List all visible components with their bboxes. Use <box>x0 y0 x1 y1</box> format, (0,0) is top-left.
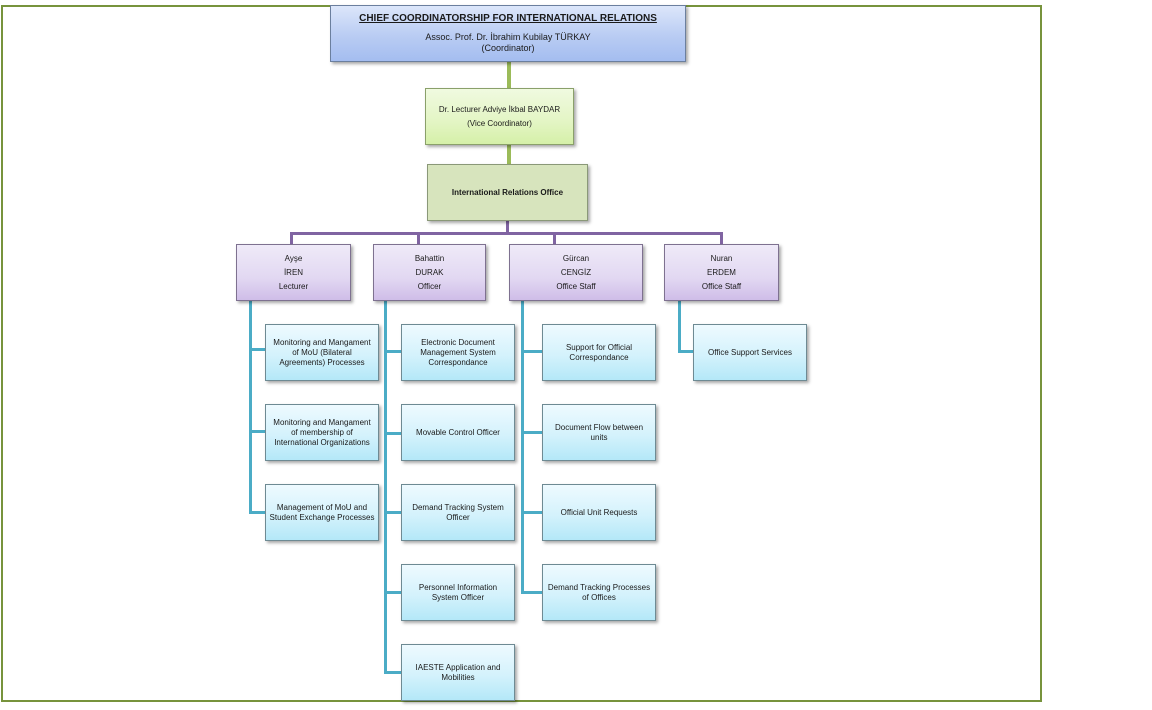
connector-staff-1 <box>290 232 293 245</box>
task-label: Official Unit Requests <box>560 507 638 517</box>
connector-col-2-branch-3 <box>384 511 402 514</box>
staff-box-durak: Bahattin DURAK Officer <box>373 244 486 301</box>
connector-col-4-vertical <box>678 300 681 353</box>
connector-col-3-branch-1 <box>521 350 543 353</box>
staff-first-name: Bahattin <box>414 253 445 263</box>
task-box: Monitoring and Mangament of membership o… <box>265 404 379 461</box>
vice-coordinator-box: Dr. Lecturer Adviye İkbal BAYDAR (Vice C… <box>425 88 574 145</box>
connector-office-down <box>506 221 509 234</box>
task-label: Demand Tracking System Officer <box>412 502 504 522</box>
task-box: Electronic Document Management System Co… <box>401 324 515 381</box>
staff-title: Office Staff <box>701 281 742 291</box>
task-box: Demand Tracking Processes of Offices <box>542 564 656 621</box>
connector-col-1-branch-1 <box>249 348 266 351</box>
connector-staff-4 <box>720 232 723 245</box>
connector-col-2-branch-2 <box>384 432 402 435</box>
task-box: Movable Control Officer <box>401 404 515 461</box>
task-label: Monitoring and Mangament of MoU (Bilater… <box>273 337 371 367</box>
office-label: International Relations Office <box>451 187 564 197</box>
task-label: Support for Official Correspondance <box>565 342 633 362</box>
staff-box-iren: Ayşe İREN Lecturer <box>236 244 351 301</box>
connector-vice-office <box>507 144 511 166</box>
connector-col-3-branch-2 <box>521 431 543 434</box>
staff-first-name: Nuran <box>710 253 733 263</box>
staff-title: Lecturer <box>278 281 309 291</box>
task-label: Office Support Services <box>708 347 792 357</box>
task-label: IAESTE Application and Mobilities <box>415 662 501 682</box>
task-label: Movable Control Officer <box>416 427 500 437</box>
connector-top-vice <box>507 62 511 90</box>
task-box: Personnel Information System Officer <box>401 564 515 621</box>
task-label: Document Flow between units <box>554 422 644 442</box>
task-label: Demand Tracking Processes of Offices <box>547 582 651 602</box>
task-box: Support for Official Correspondance <box>542 324 656 381</box>
task-box: Office Support Services <box>693 324 807 381</box>
staff-title: Office Staff <box>556 281 596 291</box>
connector-col-2-branch-4 <box>384 591 402 594</box>
connector-col-4-branch-1 <box>678 350 694 353</box>
international-relations-office-box: International Relations Office <box>427 164 588 221</box>
staff-title: Officer <box>417 281 442 291</box>
staff-last-name: CENGİZ <box>560 267 592 277</box>
staff-box-cengiz: Gürcan CENGİZ Office Staff <box>509 244 643 301</box>
staff-box-erdem: Nuran ERDEM Office Staff <box>664 244 779 301</box>
connector-col-1-branch-2 <box>249 430 266 433</box>
coordinator-box: CHIEF COORDINATORSHIP FOR INTERNATIONAL … <box>330 5 686 62</box>
task-label: Management of MoU and Student Exchange P… <box>269 502 375 522</box>
connector-col-3-vertical <box>521 300 524 594</box>
task-box: Monitoring and Mangament of MoU (Bilater… <box>265 324 379 381</box>
chief-coordinatorship-title: CHIEF COORDINATORSHIP FOR INTERNATIONAL … <box>359 13 657 24</box>
vice-coordinator-name: Dr. Lecturer Adviye İkbal BAYDAR <box>438 104 561 114</box>
connector-col-1-branch-3 <box>249 511 266 514</box>
connector-staff-bus <box>290 232 723 235</box>
task-box: Management of MoU and Student Exchange P… <box>265 484 379 541</box>
connector-col-2-branch-1 <box>384 350 402 353</box>
connector-staff-3 <box>553 232 556 245</box>
connector-col-1-vertical <box>249 300 252 514</box>
staff-last-name: İREN <box>283 267 304 277</box>
connector-col-2-branch-5 <box>384 671 402 674</box>
task-box: Official Unit Requests <box>542 484 656 541</box>
task-box: IAESTE Application and Mobilities <box>401 644 515 701</box>
connector-col-2-vertical <box>384 300 387 674</box>
staff-last-name: ERDEM <box>707 267 736 277</box>
coordinator-name: Assoc. Prof. Dr. İbrahim Kubilay TÜRKAY <box>425 32 591 42</box>
coordinator-role: (Coordinator) <box>481 43 535 53</box>
staff-last-name: DURAK <box>415 267 444 277</box>
staff-first-name: Gürcan <box>562 253 590 263</box>
connector-staff-2 <box>417 232 420 245</box>
task-box: Demand Tracking System Officer <box>401 484 515 541</box>
task-box: Document Flow between units <box>542 404 656 461</box>
task-label: Personnel Information System Officer <box>418 582 498 602</box>
connector-col-3-branch-4 <box>521 591 543 594</box>
task-label: Monitoring and Mangament of membership o… <box>273 417 371 447</box>
connector-col-3-branch-3 <box>521 511 543 514</box>
task-label: Electronic Document Management System Co… <box>420 337 496 367</box>
staff-first-name: Ayşe <box>284 253 303 263</box>
vice-coordinator-role: (Vice Coordinator) <box>467 118 532 128</box>
